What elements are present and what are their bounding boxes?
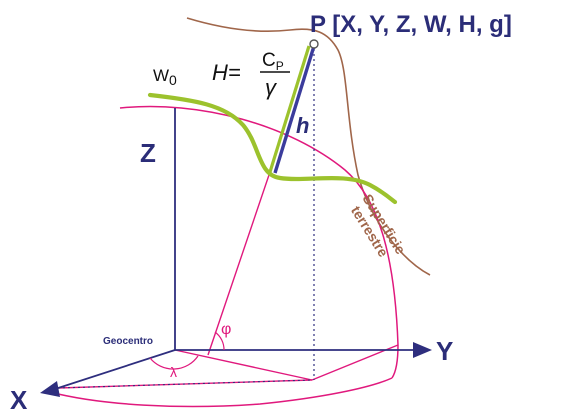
- point-p-marker: [309, 39, 319, 49]
- y-axis-label: Y: [436, 336, 453, 366]
- w0-label-sub: 0: [169, 72, 177, 88]
- geocenter-label: Geocentro: [103, 336, 153, 347]
- formula-lhs: H=: [212, 60, 241, 85]
- x-axis-line: [51, 349, 176, 391]
- ellipsoid-bottom-arc: [49, 377, 393, 408]
- meridian-line: [174, 349, 313, 381]
- lambda-angle-arc: [149, 355, 199, 370]
- z-axis-label: Z: [140, 138, 156, 168]
- ellipsoidal-height-segment: [273, 45, 316, 174]
- base-plane-dotted: [57, 379, 313, 389]
- formula-numerator: CP: [262, 50, 284, 73]
- phi-angle-arc: [214, 331, 225, 351]
- phi-label: φ: [221, 321, 231, 338]
- x-axis-label: X: [10, 385, 28, 411]
- ellipsoid-normal-line: [207, 171, 271, 356]
- ellipsoid-outer-arc: [119, 105, 399, 379]
- orthometric-height-segment: [268, 45, 311, 173]
- surface-label-group: Superficie terrestre: [348, 191, 409, 260]
- lambda-label: λ: [170, 364, 177, 380]
- y-axis-arrowhead: [413, 342, 432, 358]
- point-p-label: P [X, Y, Z, W, H, g]: [310, 11, 512, 38]
- formula-num-main: C: [262, 50, 276, 71]
- orthometric-formula: H= CP γ: [212, 50, 290, 100]
- h-ellipsoidal-label: h: [296, 113, 309, 138]
- formula-num-sub: P: [276, 59, 284, 73]
- w0-label: W0: [153, 66, 177, 88]
- formula-denominator: γ: [265, 75, 278, 100]
- w0-label-main: W: [153, 66, 169, 85]
- geoid-curve: [147, 92, 398, 205]
- x-axis-arrowhead: [40, 381, 60, 397]
